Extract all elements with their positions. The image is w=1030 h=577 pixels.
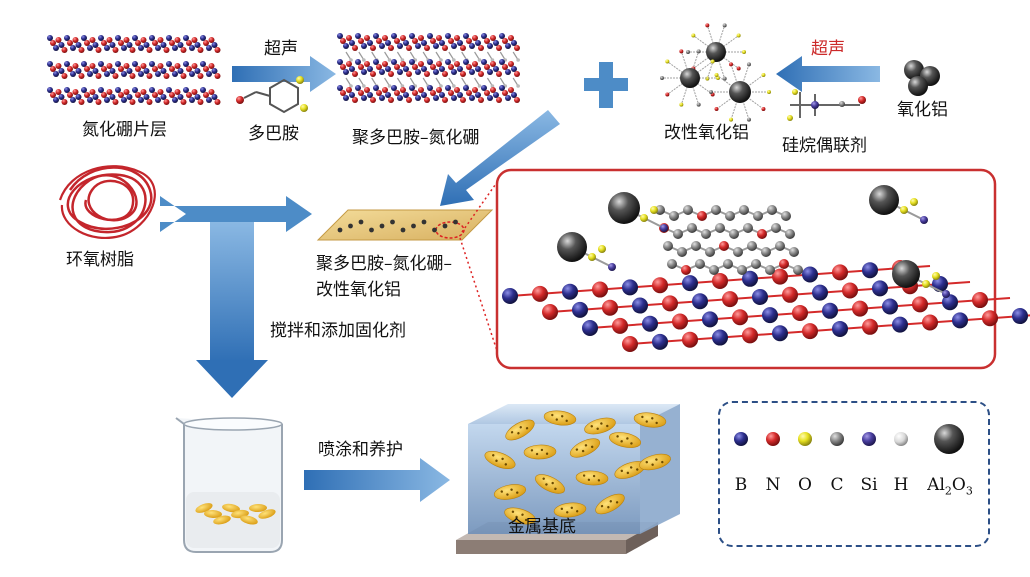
epoxy-label: 环氧树脂 xyxy=(66,250,134,270)
modified-alumina-label: 改性氧化铝 xyxy=(664,123,749,143)
zoom-connector xyxy=(459,177,501,361)
alumina-label: 氧化铝 xyxy=(897,100,948,120)
composite-label-line2: 改性氧化铝 xyxy=(316,280,401,300)
stir-label: 搅拌和添加固化剂 xyxy=(270,321,406,341)
pda-bn-label: 聚多巴胺–氮化硼 xyxy=(352,128,480,148)
alumina-particles xyxy=(904,60,940,96)
silane-label: 硅烷偶联剂 xyxy=(782,136,867,156)
legend-label-n: N xyxy=(765,475,781,495)
ultrasound-arrow-2 xyxy=(776,56,880,92)
composite-label-line1: 聚多巴胺–氮化硼– xyxy=(316,254,452,274)
legend-dots xyxy=(734,424,964,454)
diagonal-arrow xyxy=(440,110,560,206)
plus-sign xyxy=(584,62,628,108)
legend-label-h: H xyxy=(893,475,909,495)
ultrasound-label-2: 超声 xyxy=(811,39,845,59)
legend-label-b: B xyxy=(734,475,748,495)
mixing-t-arrow xyxy=(160,196,312,398)
coated-substrate-graphic xyxy=(456,404,680,554)
ultrasound-arrow-1 xyxy=(232,56,336,92)
legend-label-al2o3: Al2O3 xyxy=(927,475,973,498)
molecular-zoom-frame xyxy=(495,168,1030,370)
modified-alumina-graphic xyxy=(660,23,771,122)
atom-legend: B N O C Si H Al2O3 xyxy=(718,401,990,547)
legend-label-c: C xyxy=(830,475,844,495)
beaker-graphic xyxy=(175,417,283,553)
dopamine-label: 多巴胺 xyxy=(248,124,299,144)
dopamine-molecule xyxy=(236,76,308,114)
substrate-label: 金属基底 xyxy=(508,517,576,537)
epoxy-resin-graphic xyxy=(58,165,156,239)
spray-label: 喷涂和养护 xyxy=(318,440,403,460)
pda-bn-sheets-graphic xyxy=(337,33,520,103)
silane-molecule xyxy=(787,89,866,121)
bn-sheets-graphic xyxy=(47,35,221,105)
legend-label-o: O xyxy=(798,475,812,495)
ultrasound-label-1: 超声 xyxy=(264,39,298,59)
spray-arrow xyxy=(304,458,450,502)
legend-label-si: Si xyxy=(860,475,878,495)
bn-sheets-label: 氮化硼片层 xyxy=(82,120,167,140)
composite-sheet-graphic xyxy=(316,209,494,241)
